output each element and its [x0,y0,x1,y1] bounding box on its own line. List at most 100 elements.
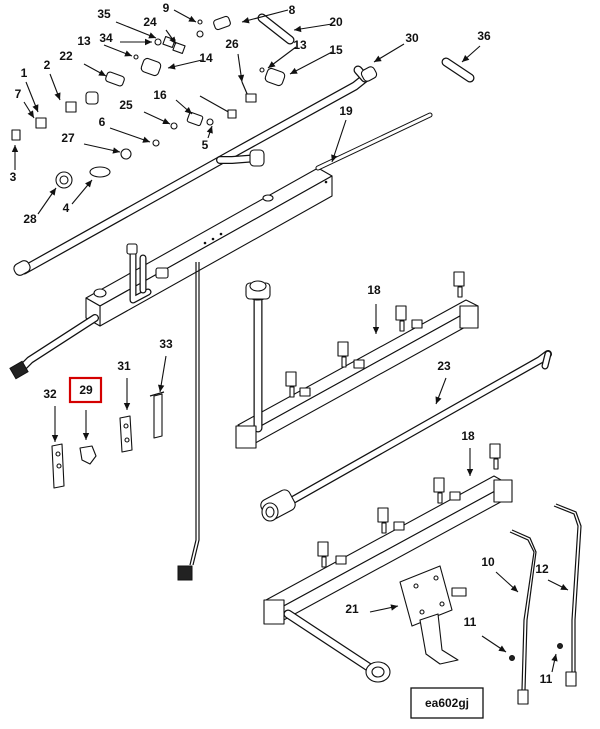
arrowhead-c5 [206,126,213,134]
callout-c1: 1 [21,66,28,80]
callout-c35: 35 [97,7,111,21]
callout-c16: 16 [153,88,167,102]
arrowhead-c18a [372,327,380,334]
callout-c13b: 13 [293,38,307,52]
callout-c21: 21 [345,602,359,616]
arrowhead-c25 [162,118,170,124]
sensor-12 [553,503,582,687]
arrowhead-c10 [510,584,518,592]
strap-33 [149,391,165,439]
manifold-body-19 [9,112,433,581]
callout-c4: 4 [63,201,70,215]
callout-c14: 14 [199,51,213,65]
harness-upper-30 [13,65,378,276]
arrowhead-c30 [374,55,382,62]
sensor-10 [509,529,537,705]
arrowhead-c24 [169,36,176,44]
arrowhead-c7 [27,110,34,118]
arrowhead-c27 [112,147,120,154]
arrowhead-c18b [466,469,474,476]
callout-c19: 19 [339,104,353,118]
bracket-31 [119,415,133,453]
callout-c25: 25 [119,98,133,112]
arrowhead-c9 [188,15,196,22]
leader-c35 [115,21,157,39]
callout-c34: 34 [99,31,113,45]
nut-11b [557,643,563,649]
arrowhead-c29 [82,433,90,440]
callout-c36: 36 [477,29,491,43]
clip-29 [79,445,97,465]
arrowhead-c28 [49,188,56,196]
arrowhead-c2 [54,92,61,100]
drawing-ref-text: ea602gj [425,696,469,710]
callout-c18a: 18 [367,283,381,297]
callout-c28: 28 [23,212,37,226]
arrowhead-c14 [168,63,176,70]
callout-c27: 27 [61,131,75,145]
callout-c9: 9 [163,1,170,15]
callout-c18b: 18 [461,429,475,443]
arrowhead-c13a [124,50,132,57]
arrowhead-c16 [184,106,192,114]
callout-c8: 8 [289,3,296,17]
callout-c7: 7 [15,87,22,101]
arrowhead-c23 [435,396,442,404]
callout-c5: 5 [202,138,209,152]
drawing-ref-box [410,687,484,719]
arrowhead-c12 [560,584,568,590]
arrowhead-c20 [294,25,302,33]
callout-c10: 10 [481,555,495,569]
connector-row-upper [285,271,465,398]
leader-c6 [109,127,151,143]
callout-c6: 6 [99,115,106,129]
callout-c31: 31 [117,359,131,373]
callout-c22: 22 [59,49,73,63]
small-hardware [11,13,475,189]
arrowhead-c36 [462,54,470,62]
callout-c15: 15 [329,43,343,57]
leader-c15 [289,51,333,75]
arrowhead-c6 [142,136,150,143]
arrowhead-c11a [498,645,506,652]
arrowhead-c34 [145,38,152,46]
callout-c32: 32 [43,387,57,401]
arrowhead-c31 [123,403,131,410]
callout-c29: 29 [79,383,93,397]
callout-c26: 26 [225,37,239,51]
arrowhead-c13b [268,61,276,68]
arrowhead-c26 [237,74,245,82]
arrowhead-c11b [551,654,558,662]
bracket-21 [399,565,467,665]
highlight-box [68,376,103,404]
manifold-18-lower [263,443,513,683]
callout-c23: 23 [437,359,451,373]
arrowhead-c35 [148,32,156,39]
callout-c3: 3 [10,170,17,184]
leader-c8 [241,9,289,23]
callout-c24: 24 [143,15,157,29]
callout-c20: 20 [329,15,343,29]
arrowhead-c8 [242,17,250,24]
arrowhead-c32 [51,435,59,442]
harness-23 [260,350,552,522]
arrowhead-c15 [290,67,298,74]
leader-lines [11,9,569,673]
callout-c11b: 11 [540,672,553,686]
connector-row-lower [317,443,501,568]
callout-c33: 33 [159,337,173,351]
arrowhead-c4 [85,180,92,188]
arrowhead-c21 [390,604,398,611]
arrowhead-c1 [32,104,39,112]
callout-c11a: 11 [464,615,477,629]
arrowhead-c33 [157,384,165,392]
leader-c19 [331,119,347,163]
arrowhead-c3 [11,145,19,152]
callout-c30: 30 [405,31,419,45]
arrowhead-c19 [331,154,338,162]
callout-c2: 2 [44,58,51,72]
callout-c13a: 13 [77,34,91,48]
